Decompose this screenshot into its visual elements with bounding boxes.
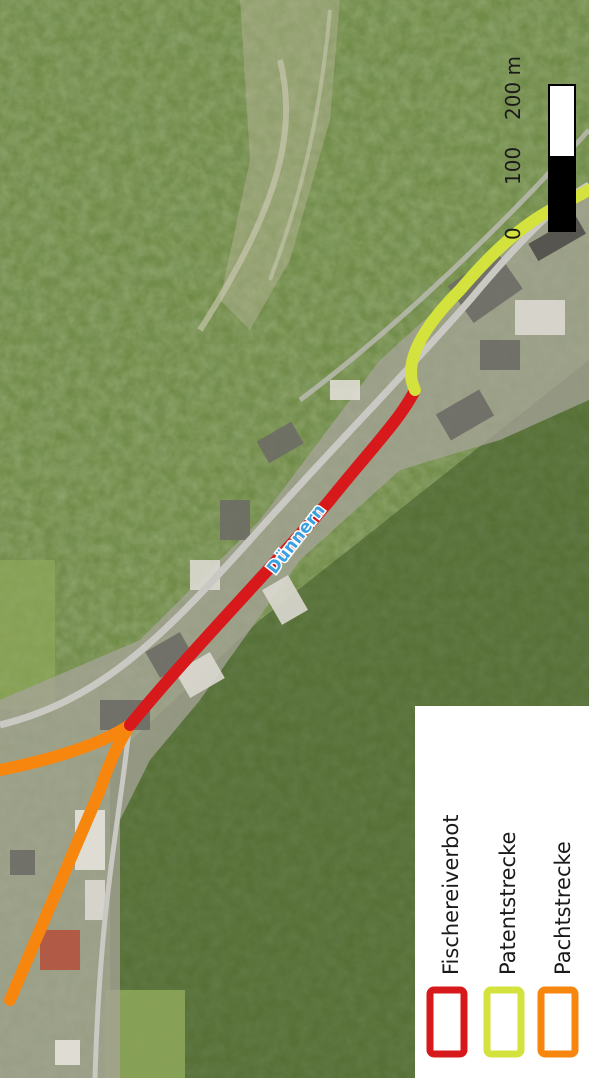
scale-bar: 0 100 200 m — [501, 56, 576, 240]
legend-item-fischereiverbot: Fischereiverbot — [426, 815, 468, 1058]
legend-item-pachtstrecke: Pachtstrecke — [537, 841, 579, 1058]
scale-tick-label: 100 — [501, 147, 525, 185]
legend-label: Patentstrecke — [496, 832, 520, 975]
legend: Fischereiverbot Patentstrecke Pachtstrec… — [415, 706, 589, 1078]
river-segment-pachtstrecke — [0, 719, 136, 776]
scale-tick-label: 200 m — [501, 56, 525, 120]
legend-swatch-yellow — [483, 986, 525, 1058]
legend-label: Fischereiverbot — [439, 815, 463, 975]
river-segment-pachtstrecke — [4, 719, 136, 1006]
legend-box — [415, 706, 589, 1078]
legend-swatch-red — [426, 986, 468, 1058]
side-road — [92, 719, 133, 1078]
main-road — [0, 181, 589, 729]
valley-road — [298, 128, 589, 402]
scale-tick-label: 0 — [501, 227, 525, 240]
scree-channel — [197, 59, 290, 332]
scree-channel — [268, 9, 332, 281]
legend-item-patentstrecke: Patentstrecke — [483, 832, 525, 1058]
legend-swatch-orange — [537, 986, 579, 1058]
river-segment-fischereiverbot — [124, 384, 421, 731]
legend-label: Pachtstrecke — [551, 841, 575, 975]
buildings — [10, 216, 586, 1065]
